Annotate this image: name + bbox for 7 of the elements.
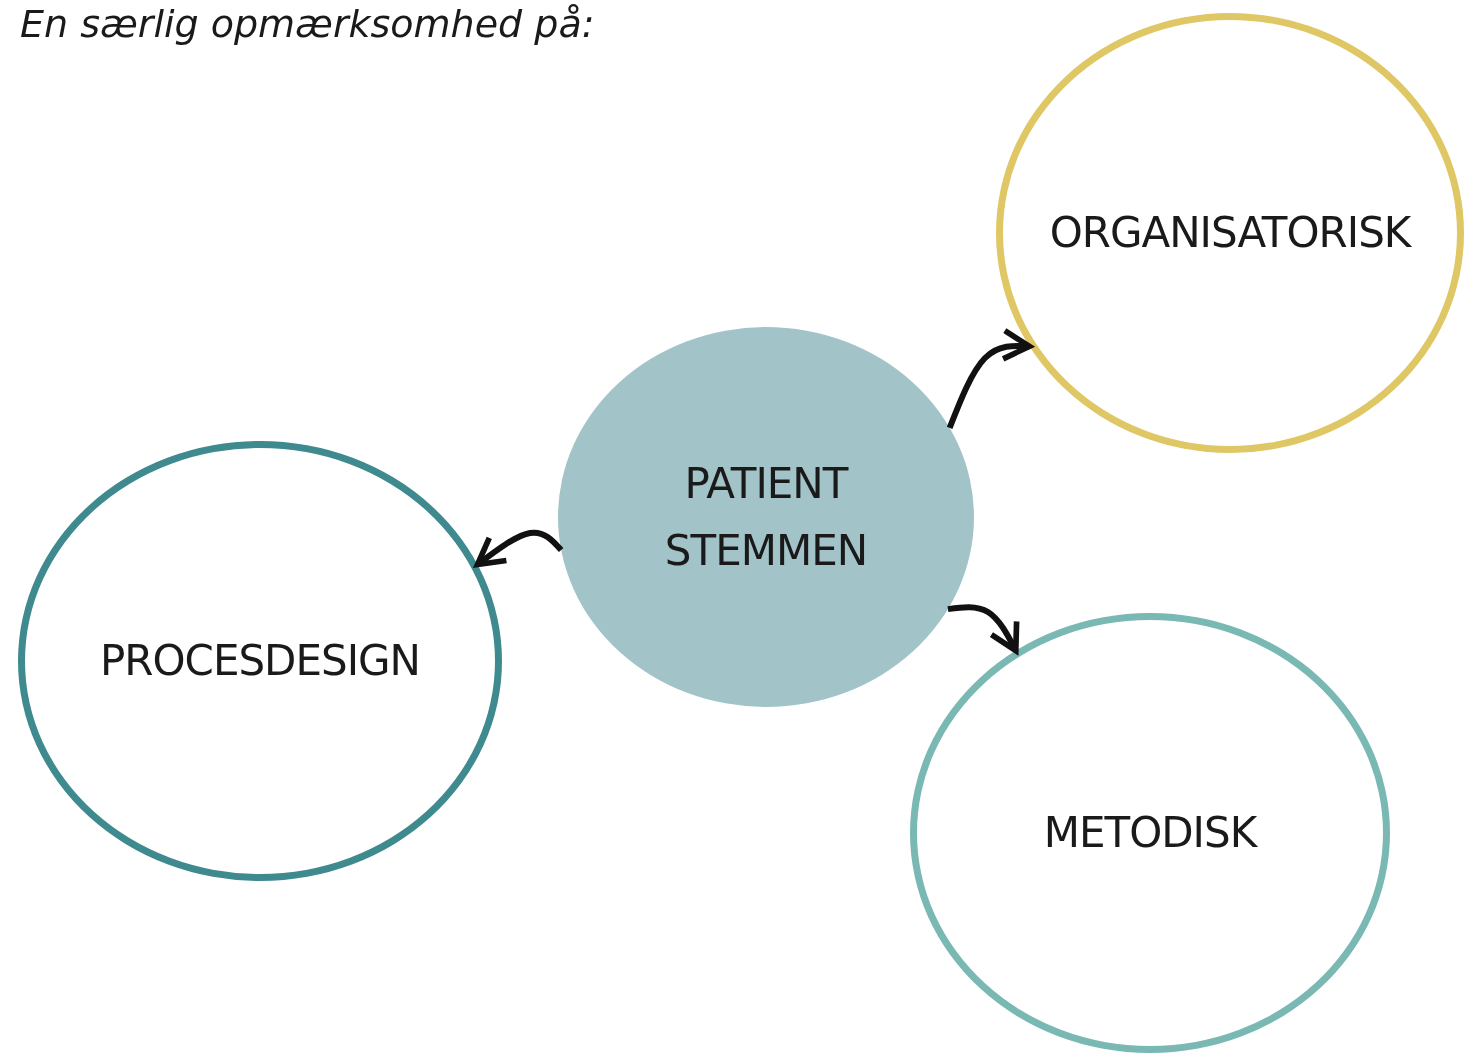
curved-arrow (474, 529, 564, 568)
node-label: PROCESDESIGN (100, 635, 420, 688)
title: En særlig opmærksomhed på: (20, 2, 595, 46)
node-label: PATIENT STEMMEN (663, 457, 869, 577)
curved-arrow (947, 604, 1020, 654)
node-label: METODISK (1043, 807, 1257, 860)
node-label: ORGANISATORISK (1049, 207, 1411, 260)
